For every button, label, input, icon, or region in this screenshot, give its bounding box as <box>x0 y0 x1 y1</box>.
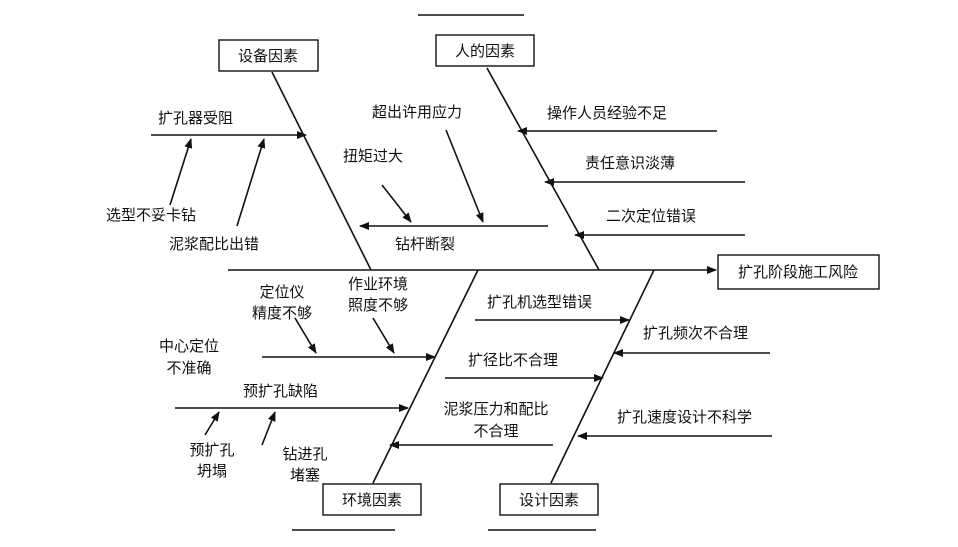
cause-hole-blocked-line1: 钻进孔 <box>282 445 327 463</box>
cause-locator-precision-line2: 精度不够 <box>252 304 312 322</box>
cause-pre-ream-collapse-line2: 坍塌 <box>197 462 227 480</box>
cause-center-position-line1: 中心定位 <box>159 337 219 355</box>
arrow-hole-blocked <box>261 411 276 446</box>
category-box-human <box>435 34 535 67</box>
cause-diameter-ratio: 扩径比不合理 <box>468 351 558 369</box>
cause-locator-precision-line1: 定位仪 <box>259 283 304 301</box>
category-label-design: 设计因素 <box>519 491 579 509</box>
effect-label: 扩孔阶段施工风险 <box>738 263 858 281</box>
bone-human <box>486 67 600 271</box>
cause-reamer-blocked: 扩孔器受阻 <box>158 109 233 127</box>
cause-work-light-line1: 作业环境 <box>348 275 408 293</box>
cause-hole-blocked-line2: 堵塞 <box>290 466 320 484</box>
arrow-excess-torque <box>381 184 412 223</box>
cause-reamer-model-error: 扩孔机选型错误 <box>487 293 592 311</box>
arrow-mud-ratio <box>236 138 266 227</box>
cause-work-light-line2: 照度不够 <box>348 296 408 314</box>
arrow-pre-ream-collapse <box>204 411 220 436</box>
category-box-design <box>499 483 599 516</box>
cause-mud-ratio-error: 泥浆配比出错 <box>169 235 259 253</box>
arrow-work-light <box>372 317 395 354</box>
bone-equipment <box>271 71 372 271</box>
cause-lack-experience: 操作人员经验不足 <box>547 104 667 122</box>
category-box-equipment <box>218 39 319 72</box>
cause-ream-speed: 扩孔速度设计不科学 <box>617 408 752 426</box>
category-label-environment: 环境因素 <box>342 491 402 509</box>
category-label-human: 人的因素 <box>455 42 515 60</box>
arrow-excess-stress <box>445 129 484 223</box>
cause-wrong-model-stuck: 选型不妥卡钻 <box>106 206 196 224</box>
cause-ream-frequency: 扩孔频次不合理 <box>643 324 748 342</box>
effect-box <box>717 254 880 290</box>
cause-mud-pressure-line2: 不合理 <box>473 422 518 440</box>
cause-reposition-error: 二次定位错误 <box>606 207 696 225</box>
cause-center-position-line2: 不准确 <box>166 359 211 377</box>
cause-pre-ream-defect: 预扩孔缺陷 <box>243 382 318 400</box>
cause-weak-responsibility: 责任意识淡薄 <box>585 154 675 172</box>
cause-excess-torque: 扭矩过大 <box>343 147 403 165</box>
cause-excess-stress: 超出许用应力 <box>372 103 462 121</box>
cause-mud-pressure-line1: 泥浆压力和配比 <box>443 400 548 418</box>
cause-pre-ream-collapse-line1: 预扩孔 <box>189 441 234 459</box>
category-label-equipment: 设备因素 <box>238 47 298 65</box>
arrow-wrong-model <box>169 138 193 206</box>
cause-drill-rod-break: 钻杆断裂 <box>395 235 455 253</box>
category-box-environment <box>322 483 422 516</box>
arrow-locator-precision <box>294 317 317 354</box>
